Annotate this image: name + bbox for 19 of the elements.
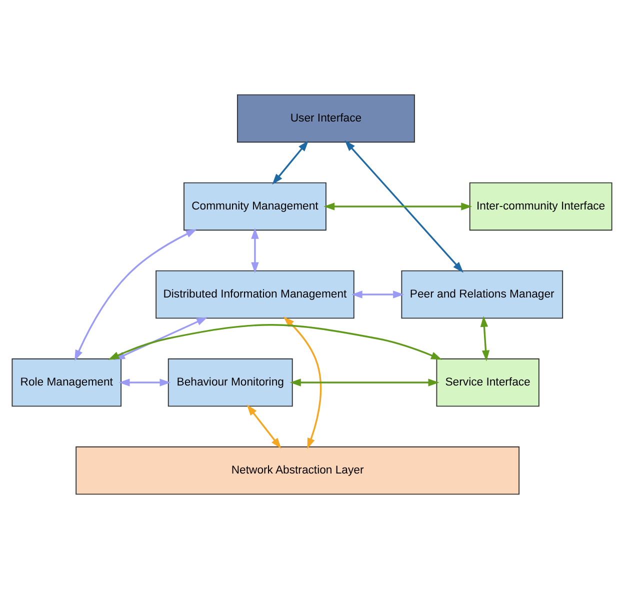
- arrow: [272, 140, 309, 185]
- arrow: [251, 228, 259, 274]
- node-box: Service Interface: [436, 358, 540, 407]
- node-box: Behaviour Monitoring: [168, 358, 293, 407]
- node-box: Peer and Relations Manager: [401, 270, 564, 319]
- arrow: [283, 316, 322, 450]
- arrow: [351, 290, 404, 298]
- node-box: Community Management: [184, 182, 326, 231]
- arrow: [118, 378, 171, 386]
- arrow: [480, 316, 490, 362]
- arrow: [344, 140, 464, 273]
- node-box: Network Abstraction Layer: [76, 446, 520, 495]
- node-box: Inter-community Interface: [469, 182, 612, 231]
- node-box: Distributed Information Management: [156, 270, 354, 319]
- arrow: [246, 404, 282, 449]
- node-box: User Interface: [236, 94, 415, 143]
- node-box: Role Management: [12, 358, 122, 407]
- arrow: [324, 202, 472, 210]
- arrow: [290, 378, 440, 386]
